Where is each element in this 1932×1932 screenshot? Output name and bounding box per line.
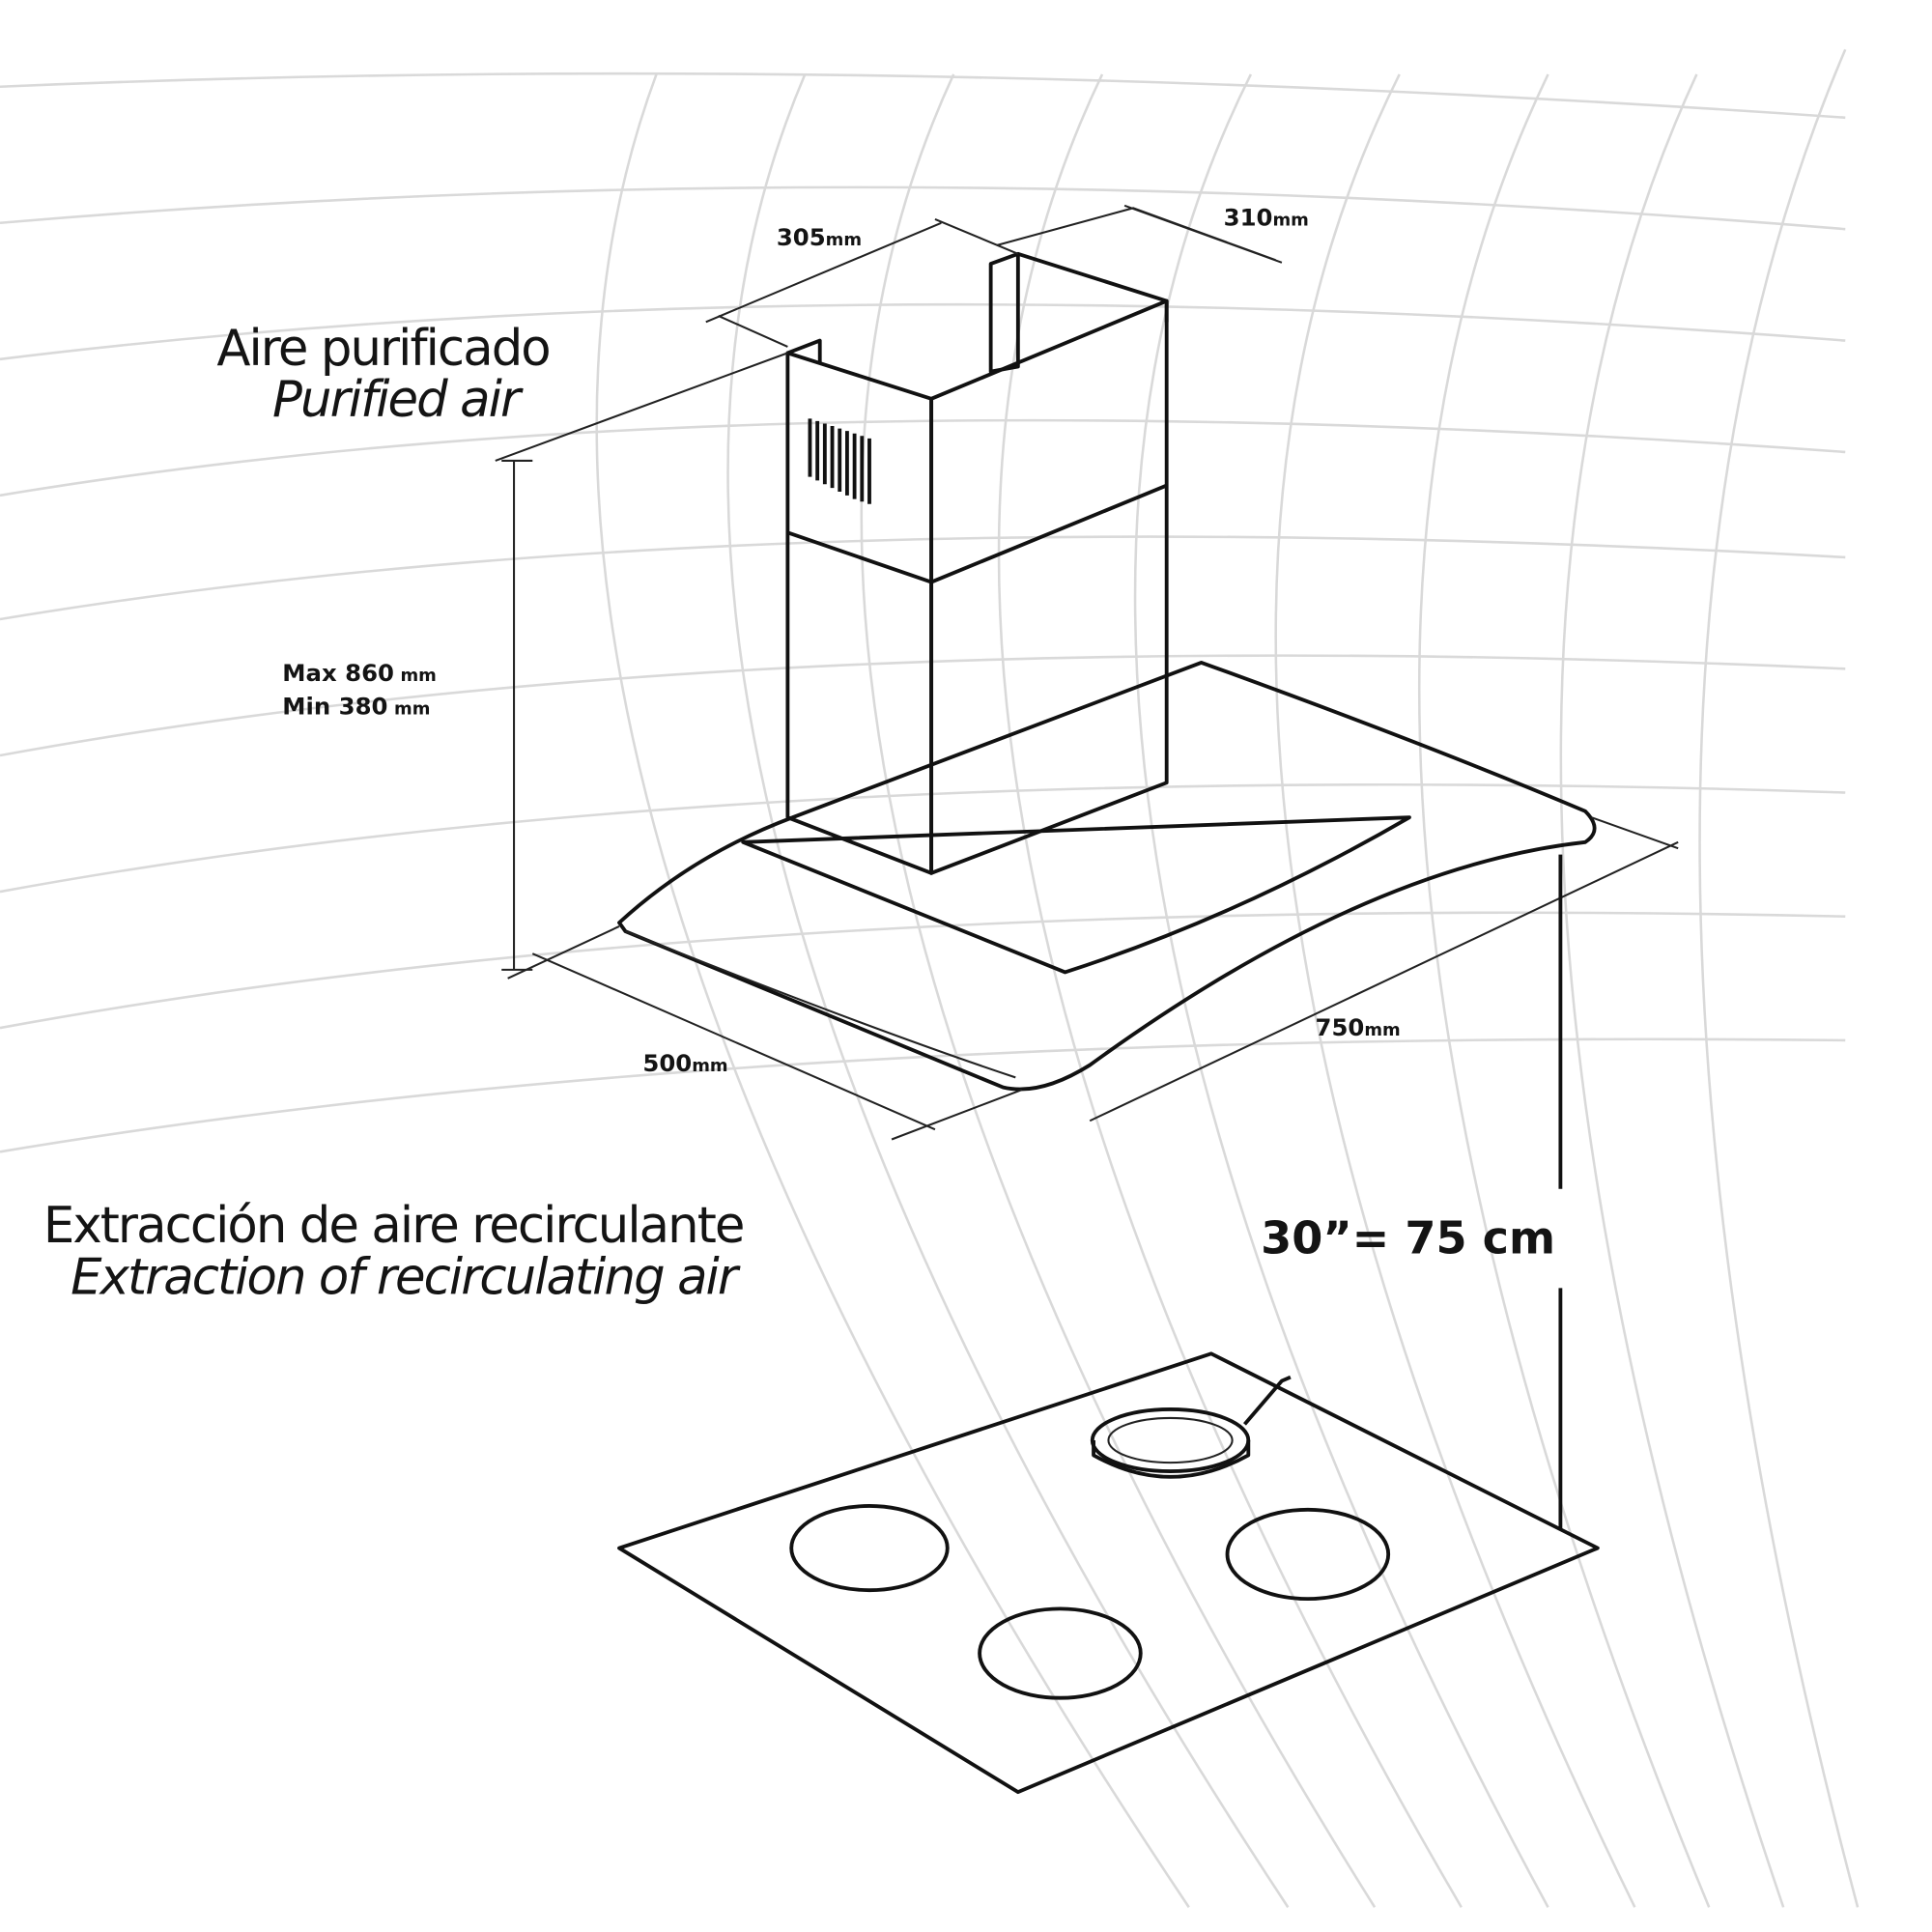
extraction-en-label: Extraction of recirculating air — [71, 1249, 741, 1307]
chimney-width-dimension: 305mm — [777, 223, 862, 251]
background-grid — [0, 48, 1860, 1909]
purified-air-en-label: Purified air — [272, 371, 524, 429]
burner — [1225, 1507, 1391, 1602]
height-max-dimension: Max 860 mm — [282, 659, 437, 687]
cooktop — [617, 1351, 1600, 1795]
burner — [978, 1606, 1143, 1700]
height-min-dimension: Min 380 mm — [282, 693, 430, 721]
frying-pan-icon — [1090, 1375, 1292, 1479]
burner — [789, 1504, 950, 1593]
extraction-es-label: Extracción de aire recirculante — [43, 1197, 744, 1255]
dimension-lines — [495, 204, 1679, 1141]
hood-chimney — [785, 251, 1169, 875]
canopy-depth-dimension: 500mm — [642, 1049, 727, 1077]
clearance-label: 30”= 75 cm — [1261, 1211, 1555, 1264]
purified-air-es-label: Aire purificado — [216, 320, 549, 378]
canopy-width-dimension: 750mm — [1316, 1013, 1401, 1041]
vent-slots-icon — [808, 418, 871, 504]
hood-canopy — [617, 660, 1597, 1092]
chimney-depth-dimension: 310mm — [1224, 203, 1309, 231]
